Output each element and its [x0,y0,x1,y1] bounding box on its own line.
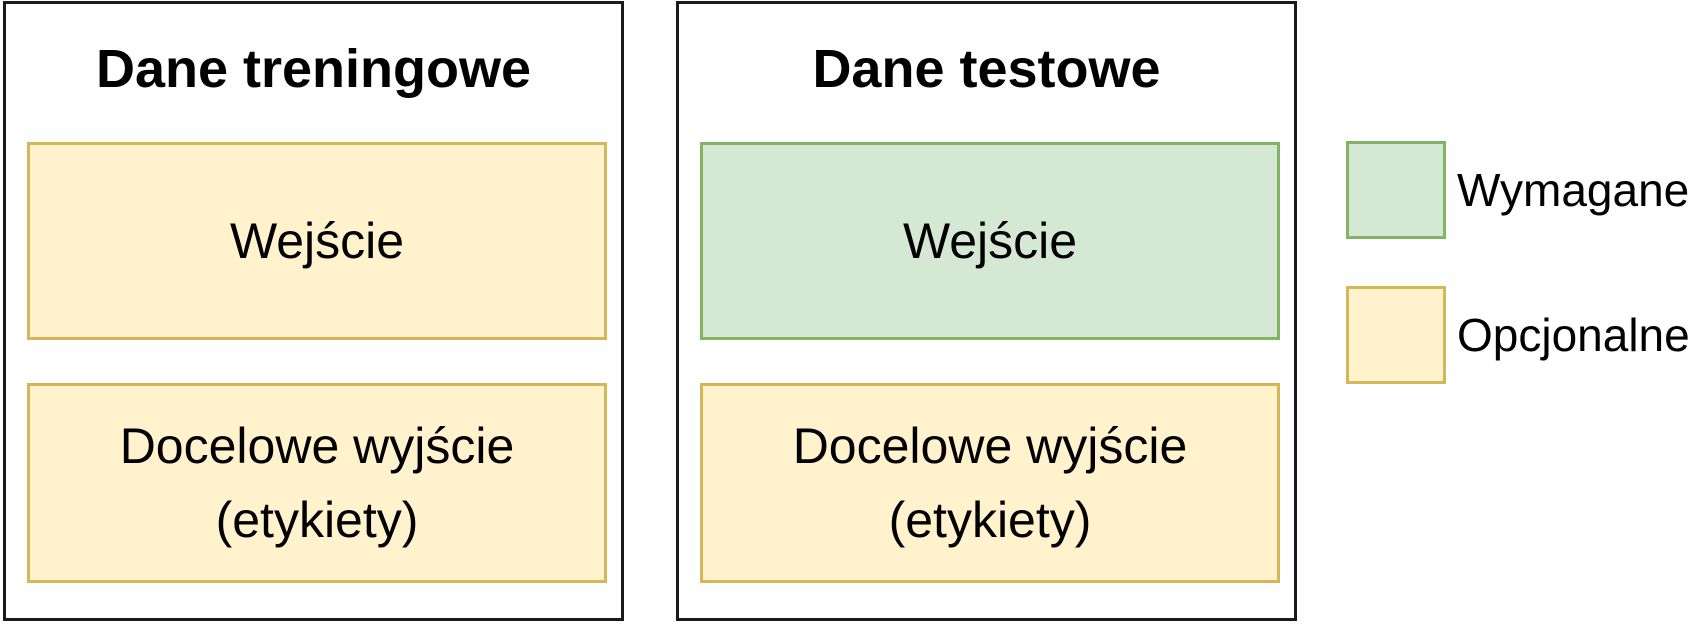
training-data-title: Dane treningowe [95,39,532,99]
legend-required-label: Wymagane [1457,164,1690,216]
training-input-box: Wejście [27,142,607,340]
test-data-panel: Dane testowe Wejście Docelowe wyjście (e… [676,1,1297,621]
test-input-label: Wejście [902,213,1078,269]
test-target-box: Docelowe wyjście (etykiety) [700,383,1280,583]
training-input-label: Wejście [229,213,405,269]
legend-required-swatch [1346,141,1446,239]
test-input-box: Wejście [700,142,1280,340]
training-target-box: Docelowe wyjście (etykiety) [27,383,607,583]
training-data-panel: Dane treningowe Wejście Docelowe wyjście… [3,1,624,621]
test-data-title: Dane testowe [812,39,1161,99]
legend-optional-swatch [1346,286,1446,384]
training-target-label: Docelowe wyjście (etykiety) [119,418,515,548]
test-target-label: Docelowe wyjście (etykiety) [792,418,1188,548]
legend-optional-label: Opcjonalne [1457,309,1690,361]
